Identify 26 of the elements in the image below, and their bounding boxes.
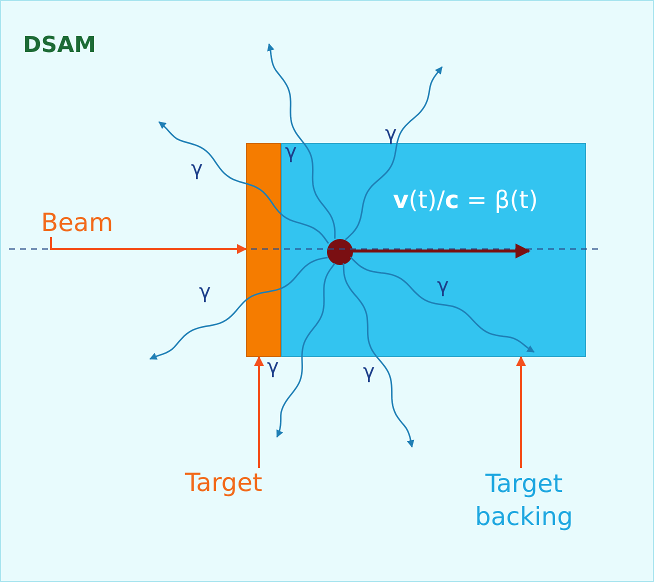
velocity-formula: v(t)/c = β(t) bbox=[393, 186, 538, 214]
gamma-ray-arrow bbox=[344, 66, 443, 240]
gamma-ray-arrow bbox=[158, 121, 330, 244]
gamma-ray-arrow bbox=[149, 256, 328, 360]
target-layer bbox=[246, 143, 281, 357]
gamma-ray-arrow bbox=[276, 262, 336, 438]
arrow bbox=[50, 237, 247, 254]
gamma-label: γ bbox=[191, 156, 203, 180]
gamma-label: γ bbox=[437, 273, 449, 297]
arrow bbox=[352, 244, 530, 258]
nucleus-dot bbox=[327, 239, 353, 265]
beam-label: Beam bbox=[41, 208, 114, 237]
target-backing-block bbox=[281, 143, 586, 357]
arrow bbox=[516, 356, 526, 468]
gamma-label: γ bbox=[385, 121, 397, 145]
gamma-ray-arrow bbox=[342, 263, 414, 448]
target-backing-label: Target backing bbox=[469, 468, 579, 533]
target-label: Target bbox=[185, 468, 262, 497]
gamma-label: γ bbox=[199, 279, 211, 303]
gamma-label: γ bbox=[363, 359, 375, 383]
title: DSAM bbox=[23, 33, 96, 58]
gamma-ray-arrow bbox=[267, 43, 336, 239]
gamma-ray-arrow bbox=[350, 256, 535, 353]
gamma-label: γ bbox=[285, 139, 297, 163]
arrow bbox=[254, 356, 264, 468]
gamma-label: γ bbox=[267, 354, 279, 378]
